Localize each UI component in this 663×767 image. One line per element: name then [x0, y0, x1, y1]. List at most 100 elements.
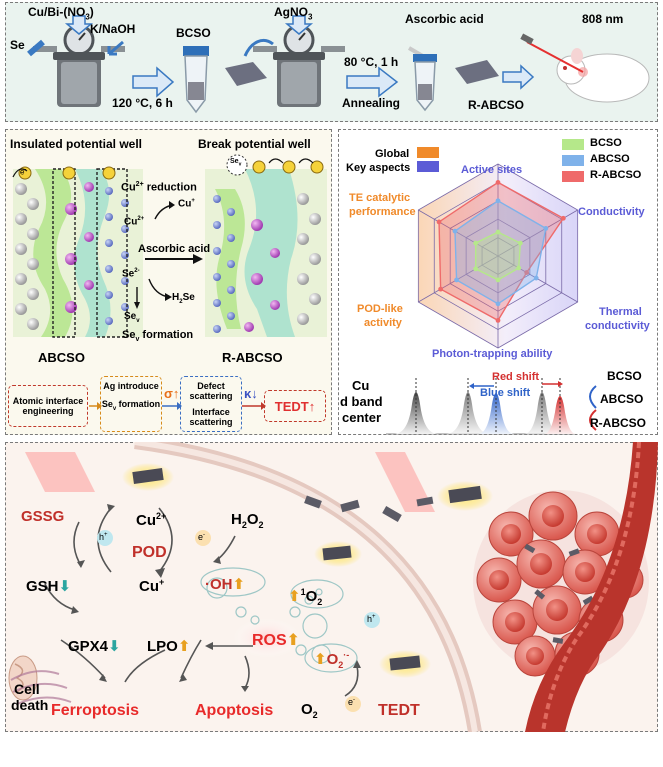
lpo-up-icon: ⬆ — [177, 638, 191, 655]
h-plus-label-1: h+ — [99, 532, 108, 542]
radar-point-r-abcso-4 — [438, 286, 444, 292]
dband-legend-bcso: BCSO — [607, 369, 642, 383]
flow-interface-text: Interface scattering — [189, 407, 233, 427]
axis-pod-2: activity — [364, 317, 402, 329]
singlet-sup: 1 — [300, 587, 306, 597]
radar-axis-line-5 — [418, 209, 499, 257]
electron-label-1: e- — [20, 167, 26, 177]
apoptosis-label: Apoptosis — [195, 702, 274, 719]
step2-condition: 80 °C, 1 h — [344, 55, 399, 69]
mouse-laser — [520, 33, 650, 103]
radar-point-abcso-4 — [454, 277, 459, 283]
hydroxyl-label: ·OH⬆ — [205, 575, 245, 593]
cu2-ion-text: Cu — [124, 216, 138, 228]
r-abcso-label: R-ABCSO — [468, 98, 524, 112]
axis-active-sites: Active sites — [461, 164, 523, 176]
r-abcso-structure — [205, 154, 327, 337]
hole-icon-2 — [364, 612, 380, 628]
superoxide-sub: 2 — [338, 660, 344, 670]
cu-plus-therapy-sup: + — [159, 577, 165, 587]
bracket-icon — [589, 385, 597, 409]
e-minus-sup-1: - — [203, 532, 206, 538]
h2se-label: H2Se — [172, 292, 195, 305]
cycle-arrowheads — [71, 504, 361, 692]
radar-point-r-abcso-1 — [560, 215, 566, 221]
gpx4-text: GPX4 — [68, 638, 109, 655]
flow-box-scattering: Defect scattering Interface scattering — [180, 376, 242, 432]
cu-reduction-tail: reduction — [143, 181, 197, 194]
flow-sev-text: Sev formation — [101, 399, 161, 412]
gpx4-label: GPX4⬇ — [68, 637, 121, 655]
electron-icon-1 — [195, 530, 211, 546]
therapy-graphics — [8, 442, 658, 732]
cell-death-1: Cell — [14, 681, 40, 697]
legend-rabcso-swatch — [562, 171, 584, 182]
lpo-text: LPO — [147, 638, 178, 655]
h2se-pre: H — [172, 292, 180, 303]
oxygen-text: O — [301, 701, 313, 718]
red-shift-label: Red shift — [492, 371, 540, 383]
arrow-step3-icon — [502, 64, 535, 90]
oxygen-sub: 2 — [312, 710, 318, 720]
tedt-label: TEDT — [378, 702, 420, 719]
autoclave-2 — [253, 24, 345, 107]
arrow-step2-icon — [346, 66, 399, 98]
axis-photon: Photon-trapping ability — [432, 348, 553, 360]
singlet-oxygen-label: ⬆1O2 — [288, 587, 322, 607]
lpo-label: LPO⬆ — [147, 637, 190, 655]
blood-vessel — [525, 442, 658, 732]
h-plus-text-2: h — [367, 614, 373, 624]
sev-label: Sev — [124, 311, 140, 324]
superoxide-sup: ·- — [343, 650, 350, 660]
ros-text: ROS — [252, 632, 287, 649]
gsh-down-icon: ⬇ — [58, 578, 72, 595]
cu-reduction-sup: 2+ — [135, 181, 144, 188]
h2o2-pre: H — [231, 511, 242, 528]
precursor-text: Cu/Bi-(NO — [28, 5, 86, 19]
dband-peak-3 — [524, 392, 560, 434]
sigma-up: σ↑ — [164, 386, 180, 401]
radar-point-abcso-2 — [533, 275, 539, 281]
nanosheet-glow-2 — [314, 541, 362, 567]
flow-sev-se: Se — [101, 399, 113, 409]
legend-abcso: ABCSO — [590, 153, 630, 165]
arrow-to-reactor2-icon — [243, 39, 274, 57]
arrow-base-icon — [107, 40, 124, 56]
axis-te-1: TE catalytic — [349, 192, 411, 204]
dband-label-center: center — [342, 410, 382, 425]
break-well-title: Break potential well — [198, 137, 311, 151]
arrow-precursor-icon — [64, 15, 94, 35]
sev-formation-tail: formation — [139, 329, 194, 341]
dband-peak-1 — [394, 392, 438, 434]
precursor-label: Cu/Bi-(NO3) — [28, 5, 94, 21]
flow-box-ag: Ag introduce Sev formation — [100, 376, 162, 432]
h-plus-sup-1: + — [104, 532, 108, 538]
legend-global: Global — [375, 148, 410, 160]
superoxide-label: ⬆O2·- — [314, 650, 349, 670]
electron-sup: - — [24, 167, 27, 173]
precursor-close: ) — [89, 5, 94, 19]
singlet-sub: 2 — [317, 597, 323, 607]
flow-box-atomic-text: Atomic interface engineering — [12, 396, 84, 416]
laser-beam-left — [25, 452, 95, 492]
superoxide-up-icon: ⬆ — [314, 651, 327, 668]
sev-sub: v — [136, 318, 140, 324]
radar-point-abcso-0 — [495, 198, 501, 204]
ros-label: ROS⬆ — [252, 630, 300, 650]
cell-debris-icon — [10, 670, 72, 705]
dband-peak-blue — [478, 393, 514, 434]
dband-legend-abcso: ABCSO — [600, 392, 644, 406]
se2-ion-text: Se — [122, 268, 135, 280]
e-minus-text-1: e — [198, 532, 204, 542]
oxygen-label: O2 — [301, 701, 318, 720]
tube-rabcso — [407, 46, 499, 112]
axis-thermal-2: conductivity — [585, 320, 650, 332]
legend-global-swatch — [417, 147, 439, 158]
cu2-ion-sup: 2+ — [137, 216, 145, 222]
abcso-structure — [13, 168, 143, 338]
sev-bubble-label: Sev — [230, 158, 241, 167]
gsh-label: GSH⬇ — [26, 577, 71, 595]
h2se-post: Se — [182, 292, 195, 303]
se2-ion-sup: 2- — [134, 268, 140, 274]
e-minus-text-2: e — [348, 697, 354, 707]
